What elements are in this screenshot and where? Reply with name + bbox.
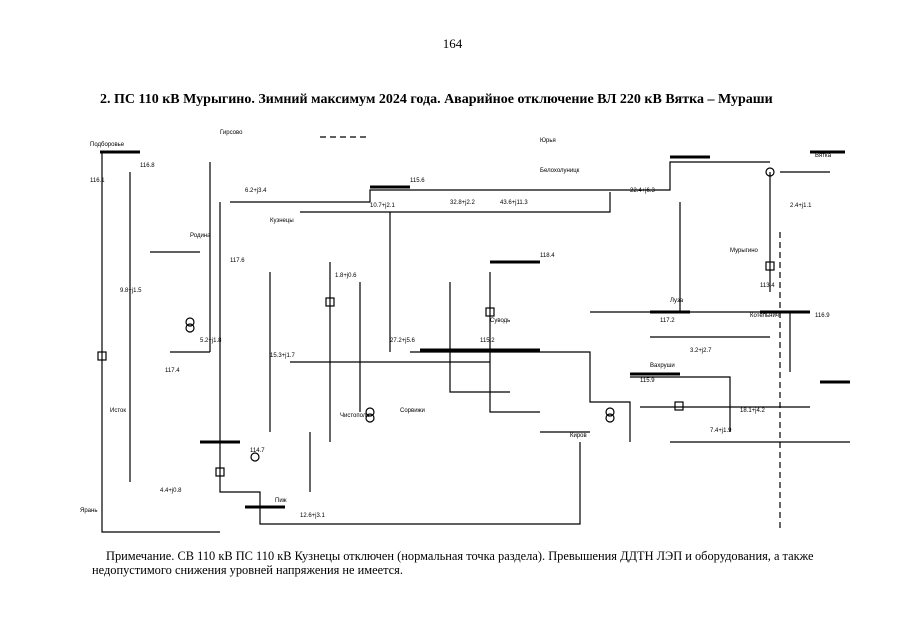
power-flow-label: 4.4+j0.8 <box>160 488 182 494</box>
substation-label: Исток <box>110 408 126 414</box>
substation-label: Чистополь <box>340 413 369 419</box>
bus-voltage-label: 113.4 <box>760 283 775 289</box>
substation-label: Киров <box>570 433 587 439</box>
bus-voltage-label: 115.9 <box>640 378 655 384</box>
power-flow-label: 6.2+j3.4 <box>245 188 267 194</box>
trunk-line <box>300 192 611 213</box>
power-network-diagram: Подборовье ГирсовоЮрьяКузнецыМурыгиноИсто… <box>80 130 850 533</box>
substation-label: Гирсово <box>220 130 243 136</box>
power-flow-label: 15.3+j1.7 <box>270 353 296 359</box>
substation-label: Белохолуницк <box>540 168 580 174</box>
substation-label: Ярань <box>80 508 97 514</box>
substation-label: Подборовье <box>90 142 125 148</box>
bus-voltage-label: 114.7 <box>250 448 265 454</box>
power-flow-label: 3.2+j2.7 <box>690 348 712 354</box>
dashed-220kv-line <box>320 136 781 532</box>
trunk-line <box>449 282 510 393</box>
power-flow-label: 12.6+j3.1 <box>300 513 326 519</box>
bus-voltage-label: 117.2 <box>660 318 675 324</box>
power-flow-label: 2.4+j1.1 <box>790 203 812 209</box>
transformer-symbol <box>365 413 375 423</box>
substation-label: Сорвижи <box>400 408 425 414</box>
trunk-line <box>101 152 220 533</box>
bus-voltage-label: 115.2 <box>480 338 495 344</box>
breaker-symbol <box>215 467 225 477</box>
substation-label: Суводь <box>490 318 510 324</box>
transformer-symbol <box>605 407 615 417</box>
power-flow-label: 10.7+j2.1 <box>370 203 396 209</box>
trunk-line <box>410 351 631 442</box>
breaker-symbol <box>325 297 335 307</box>
transformer-symbol <box>185 323 195 333</box>
bus-voltage-label: 116.9 <box>815 313 830 319</box>
substation-label: Вахруши <box>650 363 675 369</box>
diagram-note: Примечание. СВ 110 кВ ПС 110 кВ Кузнецы … <box>92 549 814 577</box>
substation-label: Луза <box>670 298 684 304</box>
power-flow-label: 27.2+j5.6 <box>390 338 416 344</box>
page-heading: 2. ПС 110 кВ Мурыгино. Зимний максимум 2… <box>100 92 773 107</box>
breaker-symbol <box>97 351 107 361</box>
power-flow-label: 18.1+j4.2 <box>740 408 766 414</box>
breaker-symbol <box>765 261 775 271</box>
trunk-line <box>230 161 770 203</box>
breaker-symbol <box>674 401 684 411</box>
substation-label: Родина <box>190 233 211 239</box>
transformer-symbol <box>765 167 775 177</box>
bus-voltage-label: 118.4 <box>540 253 555 259</box>
power-flow-label: 9.8+j1.5 <box>120 288 142 294</box>
transformer-symbol <box>250 452 260 462</box>
trunk-line <box>630 376 731 432</box>
transformer-symbol <box>605 413 615 423</box>
substation-label: Пиж <box>275 498 287 504</box>
substation-label: Кузнецы <box>270 218 294 224</box>
page-number: 164 <box>442 36 463 51</box>
power-flow-label: 22.4+j6.3 <box>630 188 656 194</box>
trunk-line <box>219 202 581 525</box>
bus-voltage-label: 117.6 <box>230 258 245 264</box>
trunk-line <box>590 311 791 372</box>
power-flow-label: 7.4+j1.9 <box>710 428 732 434</box>
bus-voltage-label: 117.4 <box>165 368 180 374</box>
power-flow-label: 5.2+j1.8 <box>200 338 222 344</box>
trunk-line <box>489 272 540 413</box>
substation-label: Вятка <box>815 153 832 159</box>
breaker-symbol <box>485 307 495 317</box>
power-flow-label: 1.8+j0.6 <box>335 273 357 279</box>
power-flow-label: 43.6+j11.3 <box>500 200 528 206</box>
transformer-symbol <box>365 407 375 417</box>
transformer-symbol <box>185 317 195 327</box>
bus-voltage-label: 116.8 <box>140 163 155 169</box>
bus-voltage-label: 115.6 <box>410 178 425 184</box>
substation-label: Котельнич <box>750 313 779 319</box>
power-flow-label: 32.8+j2.2 <box>450 200 476 206</box>
substation-label: Юрья <box>540 138 556 144</box>
substation-label: Мурыгино <box>730 248 759 254</box>
bus-voltage-label: 116.1 <box>90 178 105 184</box>
